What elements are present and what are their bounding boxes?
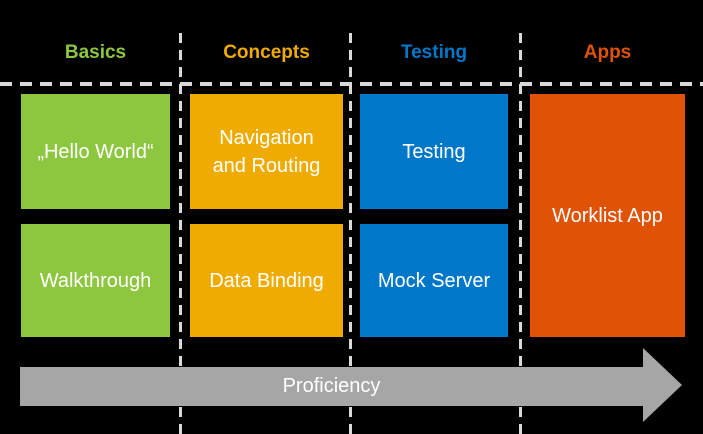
topic-box-navigation-and-routing: Navigation and Routing	[190, 94, 343, 209]
topic-box-worklist-app: Worklist App	[530, 94, 685, 337]
column-header-testing: Testing	[400, 42, 468, 63]
topic-box-mock-server: Mock Server	[360, 224, 508, 337]
proficiency-arrow-label: Proficiency	[282, 375, 381, 397]
topic-box-data-binding: Data Binding	[190, 224, 343, 337]
column-separator-2	[349, 33, 352, 434]
column-separator-3	[519, 33, 522, 434]
column-header-concepts: Concepts	[223, 42, 310, 63]
topic-box-hello-world: „Hello World“	[21, 94, 170, 209]
topic-box-walkthrough: Walkthrough	[21, 224, 170, 337]
column-separator-1	[179, 33, 182, 434]
proficiency-arrow: Proficiency	[20, 367, 643, 406]
column-header-basics: Basics	[64, 42, 127, 63]
topic-box-testing: Testing	[360, 94, 508, 209]
proficiency-arrow-head	[643, 348, 682, 422]
column-header-apps: Apps	[583, 42, 632, 63]
